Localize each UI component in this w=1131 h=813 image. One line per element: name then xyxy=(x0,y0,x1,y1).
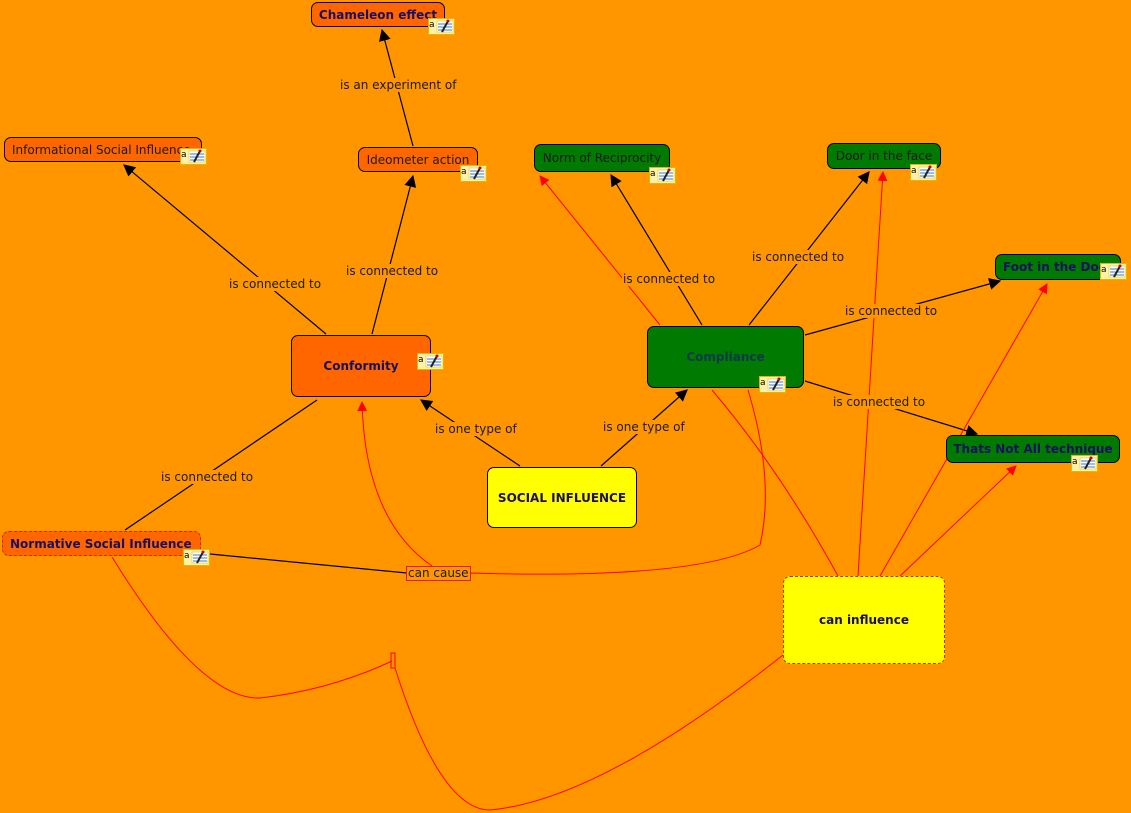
concept-label: can influence xyxy=(819,613,909,627)
annotation-note-icon[interactable] xyxy=(460,165,487,182)
link-junction xyxy=(390,652,396,669)
concept-label: Norm of Reciprocity xyxy=(542,151,662,165)
annotation-note-icon[interactable] xyxy=(759,376,786,393)
concept-can-influence[interactable]: can influence xyxy=(783,576,945,664)
concept-label: Door in the face xyxy=(835,149,933,163)
link-conformity-informational xyxy=(123,164,327,335)
link-red-foot xyxy=(879,283,1048,577)
link-label-compliance-foot[interactable]: is connected to xyxy=(844,304,939,318)
link-label-can-cause[interactable]: can cause xyxy=(406,566,471,581)
link-red-norm xyxy=(539,175,661,326)
link-normative-cancause xyxy=(209,553,408,574)
link-label-compliance-norm[interactable]: is connected to xyxy=(622,272,717,286)
concept-label: SOCIAL INFLUENCE xyxy=(497,490,627,505)
link-red-loop-caninfl xyxy=(394,654,784,811)
concept-door-in-the-face[interactable]: Door in the face xyxy=(827,143,941,169)
link-conformity-normative xyxy=(124,399,318,531)
link-red-normative-loop xyxy=(111,556,393,699)
concept-norm-of-reciprocity[interactable]: Norm of Reciprocity xyxy=(534,144,670,172)
concept-conformity[interactable]: Conformity xyxy=(291,335,431,397)
link-label-compliance-door[interactable]: is connected to xyxy=(751,250,846,264)
concept-ideometer-action[interactable]: Ideometer action xyxy=(358,147,478,172)
concept-label: Foot in the Door xyxy=(1003,260,1113,274)
concept-informational-social-influence[interactable]: Informational Social Influence xyxy=(4,137,202,162)
annotation-note-icon[interactable] xyxy=(910,164,937,181)
concept-label: Thats Not All technique xyxy=(953,442,1113,456)
link-conformity-ideometer xyxy=(371,174,417,335)
link-red-tna xyxy=(899,465,1017,577)
link-label-si-conformity[interactable]: is one type of xyxy=(434,422,518,436)
annotation-note-icon[interactable] xyxy=(1100,263,1127,280)
annotation-note-icon[interactable] xyxy=(183,549,210,566)
concept-label: Compliance xyxy=(686,350,765,364)
link-label-conformity-ideometer[interactable]: is connected to xyxy=(345,264,440,278)
link-compliance-door xyxy=(748,171,870,326)
concept-normative-social-influence[interactable]: Normative Social Influence xyxy=(2,531,201,556)
link-label-conformity-normative[interactable]: is connected to xyxy=(160,470,255,484)
link-red-cancause-compliance xyxy=(467,389,766,575)
concept-label: Normative Social Influence xyxy=(10,536,192,551)
concept-label: Ideometer action xyxy=(366,152,470,167)
annotation-note-icon[interactable] xyxy=(428,18,455,35)
link-compliance-norm xyxy=(610,173,703,326)
concept-social-influence[interactable]: SOCIAL INFLUENCE xyxy=(487,467,637,528)
concept-chameleon-effect[interactable]: Chameleon effect xyxy=(311,2,445,27)
link-label-experiment[interactable]: is an experiment of xyxy=(339,78,458,92)
concept-label: Conformity xyxy=(323,359,399,373)
annotation-note-icon[interactable] xyxy=(180,148,207,165)
concept-label: Chameleon effect xyxy=(318,7,438,22)
link-label-compliance-tna[interactable]: is connected to xyxy=(832,395,927,409)
link-red-compliance-caninfl xyxy=(711,389,839,577)
link-red-door xyxy=(857,171,888,577)
annotation-note-icon[interactable] xyxy=(417,353,444,370)
link-red-cancause-conformity xyxy=(357,401,433,567)
link-label-si-compliance[interactable]: is one type of xyxy=(602,420,686,434)
concept-label: Informational Social Influence xyxy=(12,142,191,157)
annotation-note-icon[interactable] xyxy=(1071,455,1098,472)
link-label-conformity-informational[interactable]: is connected to xyxy=(228,277,323,291)
annotation-note-icon[interactable] xyxy=(649,167,676,184)
